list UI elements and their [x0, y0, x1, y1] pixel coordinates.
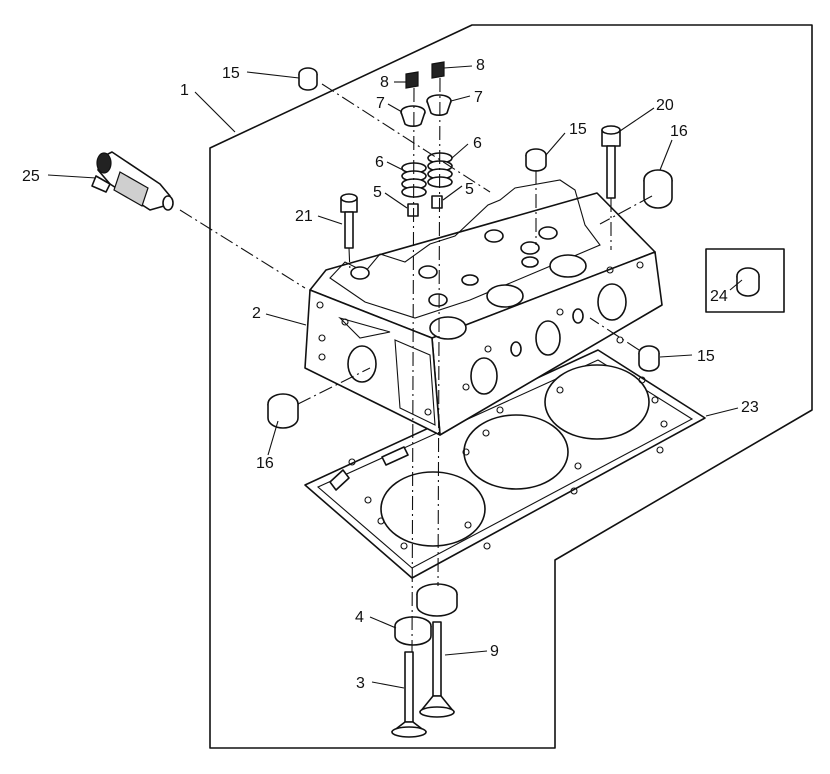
spring-retainer-7-right — [426, 94, 452, 116]
callout-6-right: 6 — [473, 135, 482, 152]
callout-15-right-upper: 15 — [569, 121, 587, 138]
valve-3 — [391, 651, 427, 738]
head-gasket-23 — [304, 349, 706, 579]
valve-seal-5-left — [407, 203, 419, 217]
assembly-lines — [179, 77, 653, 653]
callout-5-right: 5 — [465, 181, 474, 198]
callout-24: 24 — [710, 288, 728, 305]
leader-lines — [47, 65, 743, 689]
callout-7-right: 7 — [474, 89, 483, 106]
callout-9: 9 — [490, 643, 499, 660]
callout-labels: 1 2 3 4 5 5 6 6 7 7 8 8 9 15 15 15 16 16… — [22, 57, 759, 692]
callout-6-left: 6 — [375, 154, 384, 171]
valve-keepers-8-left — [405, 71, 419, 89]
callout-20: 20 — [656, 97, 674, 114]
callout-15-top: 15 — [222, 65, 240, 82]
callout-3: 3 — [356, 675, 365, 692]
valve-spring-6-left — [401, 162, 427, 198]
callout-23: 23 — [741, 399, 759, 416]
callout-15-right-lower: 15 — [697, 348, 715, 365]
plug-16-right — [643, 169, 673, 209]
callout-2: 2 — [252, 305, 261, 322]
callout-8-left: 8 — [380, 74, 389, 91]
plug-15-right-lower — [638, 345, 660, 372]
plug-15-right-upper — [525, 148, 547, 172]
valve-seat-4-left — [394, 616, 432, 646]
callout-8-right: 8 — [476, 57, 485, 74]
bolt-21 — [340, 193, 358, 249]
plug-16-left — [267, 393, 299, 429]
bolt-20 — [601, 125, 621, 199]
cylinder-head-2 — [304, 179, 663, 436]
callout-4: 4 — [355, 609, 364, 626]
callout-21: 21 — [295, 208, 313, 225]
callout-5-left: 5 — [373, 184, 382, 201]
valve-seat-4-right — [416, 583, 458, 617]
plug-24 — [736, 267, 760, 297]
inset-box-24 — [705, 248, 785, 313]
callout-7-left: 7 — [376, 95, 385, 112]
valve-keepers-8-right — [431, 61, 445, 79]
callout-16-left: 16 — [256, 455, 274, 472]
callout-1: 1 — [180, 82, 189, 99]
valve-seal-5-right — [431, 195, 443, 209]
valve-9 — [419, 621, 455, 718]
callout-25: 25 — [22, 168, 40, 185]
assembly-frame — [209, 24, 813, 749]
plug-15-top — [298, 67, 318, 91]
spring-retainer-7-left — [400, 105, 426, 127]
callout-16-right: 16 — [670, 123, 688, 140]
sensor-25 — [91, 151, 174, 211]
